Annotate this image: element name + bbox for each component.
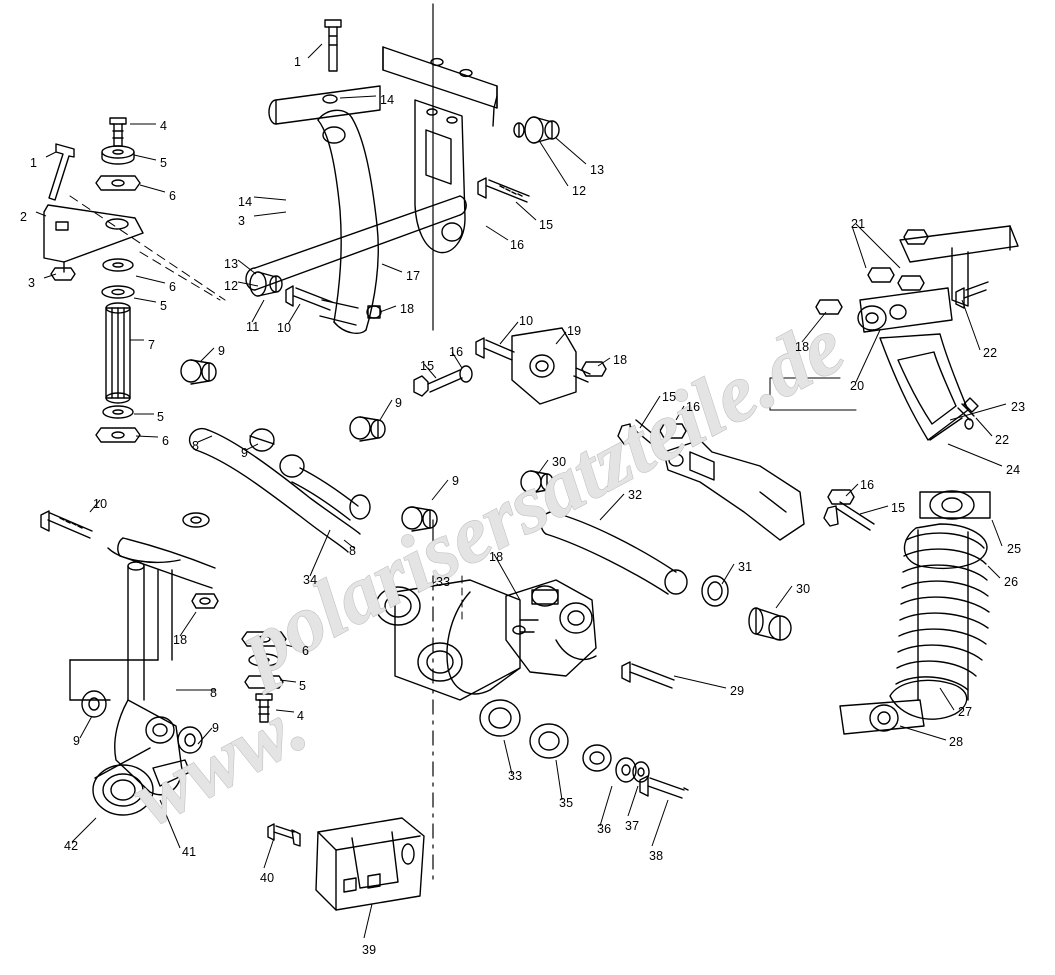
callout-number: 37: [625, 819, 640, 833]
callout-number: 3: [28, 276, 36, 290]
callout-number: 24: [1006, 463, 1021, 477]
callout-number: 23: [1011, 400, 1026, 414]
callout-number: 9: [452, 474, 460, 488]
callout-number: 30: [552, 455, 567, 469]
callout-number: 16: [510, 238, 525, 252]
callout-number: 6: [302, 644, 310, 658]
callout-number: 1: [30, 156, 38, 170]
callout-number: 22: [983, 346, 998, 360]
callout-number: 33: [436, 575, 451, 589]
callout-number: 9: [73, 734, 81, 748]
callout-number: 15: [539, 218, 554, 232]
callout-number: 8: [210, 686, 218, 700]
callout-number: 33: [508, 769, 523, 783]
callout-number: 29: [730, 684, 745, 698]
callout-number: 4: [297, 709, 305, 723]
callout-number: 10: [519, 314, 534, 328]
callout-number: 18: [795, 340, 810, 354]
callout-number: 40: [260, 871, 275, 885]
callout-number: 6: [162, 434, 170, 448]
callout-number: 6: [169, 280, 177, 294]
callout-number: 16: [860, 478, 875, 492]
callout-number: 6: [169, 189, 177, 203]
callout-number: 27: [958, 705, 973, 719]
callout-number: 31: [738, 560, 753, 574]
callout-number: 30: [796, 582, 811, 596]
callout-number: 20: [850, 379, 865, 393]
callout-number: 14: [380, 93, 395, 107]
callout-number: 21: [851, 217, 866, 231]
callout-number: 18: [400, 302, 415, 316]
callout-number: 3: [238, 214, 246, 228]
callout-number: 9: [212, 721, 220, 735]
callout-number: 8: [192, 439, 200, 453]
callout-number: 25: [1007, 542, 1022, 556]
callout-number: 18: [489, 550, 504, 564]
callout-number: 11: [246, 320, 260, 334]
callout-number: 7: [148, 338, 156, 352]
callout-number: 15: [662, 390, 677, 404]
callout-number: 2: [20, 210, 28, 224]
callout-number: 8: [349, 544, 357, 558]
callout-number: 13: [224, 257, 239, 271]
callout-number: 15: [420, 359, 435, 373]
callout-number: 1: [294, 55, 302, 69]
callout-number: 19: [567, 324, 582, 338]
callout-number: 34: [303, 573, 318, 587]
callout-number: 22: [995, 433, 1010, 447]
callout-number: 5: [157, 410, 165, 424]
callout-number: 26: [1004, 575, 1019, 589]
callout-number: 5: [299, 679, 307, 693]
callout-number: 35: [559, 796, 574, 810]
callout-number: 39: [362, 943, 377, 957]
callout-number: 36: [597, 822, 612, 836]
callout-number: 4: [160, 119, 168, 133]
callout-number: 9: [395, 396, 403, 410]
callout-number: 9: [218, 344, 226, 358]
callout-number: 16: [449, 345, 464, 359]
callout-number: 5: [160, 299, 168, 313]
callout-number: 38: [649, 849, 664, 863]
callout-number: 14: [238, 195, 253, 209]
callout-number: 12: [224, 279, 239, 293]
callout-number: 10: [93, 497, 108, 511]
callout-number: 18: [613, 353, 628, 367]
callout-number: 42: [64, 839, 79, 853]
callout-number: 9: [241, 446, 249, 460]
callout-number: 13: [590, 163, 605, 177]
callout-number: 18: [173, 633, 188, 647]
callout-number: 17: [406, 269, 421, 283]
callout-number: 12: [572, 184, 587, 198]
callout-number: 32: [628, 488, 643, 502]
callout-number: 10: [277, 321, 292, 335]
callout-number: 41: [182, 845, 197, 859]
callout-number: 15: [891, 501, 906, 515]
callout-number: 16: [686, 400, 701, 414]
callout-number: 28: [949, 735, 964, 749]
callout-number: 5: [160, 156, 168, 170]
